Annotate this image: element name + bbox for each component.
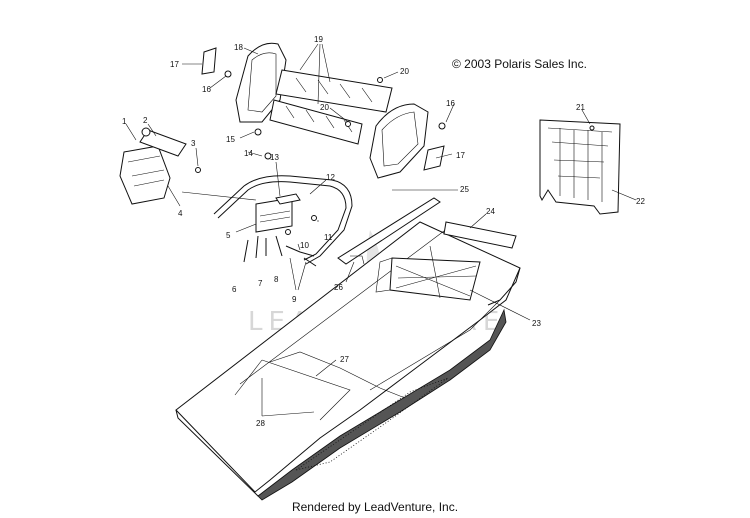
callout-4: 4 (178, 209, 183, 218)
callout-17: 17 (170, 60, 179, 69)
callout-14: 14 (244, 149, 253, 158)
hardware (195, 70, 595, 267)
callout-2: 2 (143, 116, 148, 125)
rear-bumper (213, 175, 353, 265)
callout-5: 5 (226, 231, 231, 240)
callout-10: 10 (300, 241, 309, 250)
callout-3: 3 (191, 139, 196, 148)
callout-22: 22 (636, 197, 645, 206)
copyright-text: © 2003 Polaris Sales Inc. (452, 57, 587, 71)
callout-28: 28 (256, 419, 265, 428)
callout-12: 12 (326, 173, 335, 182)
callout-13: 13 (270, 153, 279, 162)
callout-20b: 20 (320, 103, 329, 112)
callout-27: 27 (340, 355, 349, 364)
callout-labels: 1 2 3 4 5 6 7 8 9 10 11 12 13 14 15 16 1… (122, 35, 645, 428)
footer-credit: Rendered by LeadVenture, Inc. (291, 500, 459, 514)
callout-17b: 17 (456, 151, 465, 160)
callout-19: 19 (314, 35, 323, 44)
callout-6: 6 (232, 285, 237, 294)
callout-20: 20 (400, 67, 409, 76)
callout-16: 16 (202, 85, 211, 94)
callout-16b: 16 (446, 99, 455, 108)
callout-23: 23 (532, 319, 541, 328)
callout-18: 18 (234, 43, 243, 52)
callout-8: 8 (274, 275, 279, 284)
rear-side-panels (201, 42, 445, 179)
callout-24: 24 (486, 207, 495, 216)
tail-light (119, 127, 187, 205)
callout-26: 26 (334, 283, 343, 292)
callout-25: 25 (460, 185, 469, 194)
callout-9: 9 (292, 295, 297, 304)
callout-15: 15 (226, 135, 235, 144)
callout-21: 21 (576, 103, 585, 112)
callout-11: 11 (324, 233, 333, 242)
snow-flap (539, 119, 621, 215)
callout-1: 1 (122, 117, 127, 126)
tunnel-assembly (175, 197, 521, 501)
callout-7: 7 (258, 279, 263, 288)
leader-lines (125, 43, 637, 417)
